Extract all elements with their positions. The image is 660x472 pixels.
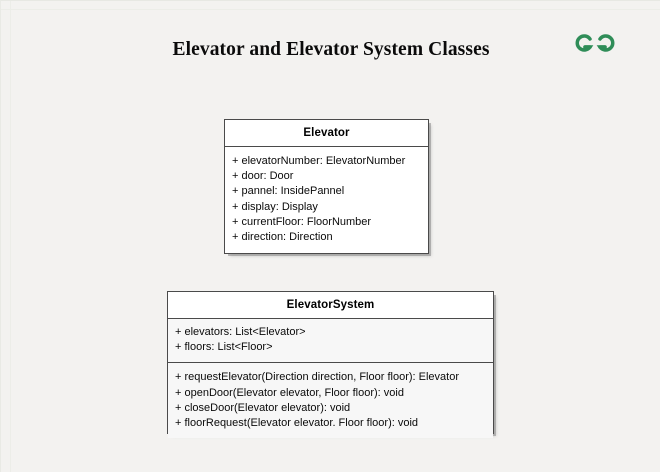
uml-attribute: + door: Door	[232, 170, 294, 183]
uml-method: + closeDoor(Elevator elevator): void	[175, 401, 351, 414]
uml-attribute: + pannel: InsidePannel	[232, 185, 345, 198]
uml-class-name-elevator: Elevator	[225, 120, 428, 147]
geeksforgeeks-logo-icon	[573, 29, 617, 57]
uml-attribute: + floors: List<Floor>	[175, 341, 273, 354]
uml-attributes-elevator: + elevatorNumber: ElevatorNumber + door:…	[225, 147, 428, 252]
uml-method: + openDoor(Elevator elevator, Floor floo…	[175, 386, 404, 399]
uml-class-name-elevatorsystem: ElevatorSystem	[168, 292, 493, 319]
uml-attribute: + direction: Direction	[232, 231, 333, 244]
uml-attribute: + display: Display	[232, 200, 318, 213]
uml-attribute: + elevatorNumber: ElevatorNumber	[232, 155, 406, 167]
uml-method: + floorRequest(Elevator elevator. Floor …	[175, 417, 419, 430]
uml-attribute: + elevators: List<Elevator>	[175, 326, 306, 338]
uml-attributes-elevatorsystem: + elevators: List<Elevator> + floors: Li…	[168, 319, 493, 363]
uml-methods-elevatorsystem: + requestElevator(Direction direction, F…	[168, 362, 493, 439]
uml-class-elevatorsystem: ElevatorSystem + elevators: List<Elevato…	[167, 291, 494, 439]
uml-class-elevator: Elevator + elevatorNumber: ElevatorNumbe…	[224, 119, 429, 254]
uml-method: + requestElevator(Direction direction, F…	[175, 371, 459, 384]
page-title: Elevator and Elevator System Classes	[172, 39, 490, 60]
uml-attribute: + currentFloor: FloorNumber	[232, 215, 372, 228]
